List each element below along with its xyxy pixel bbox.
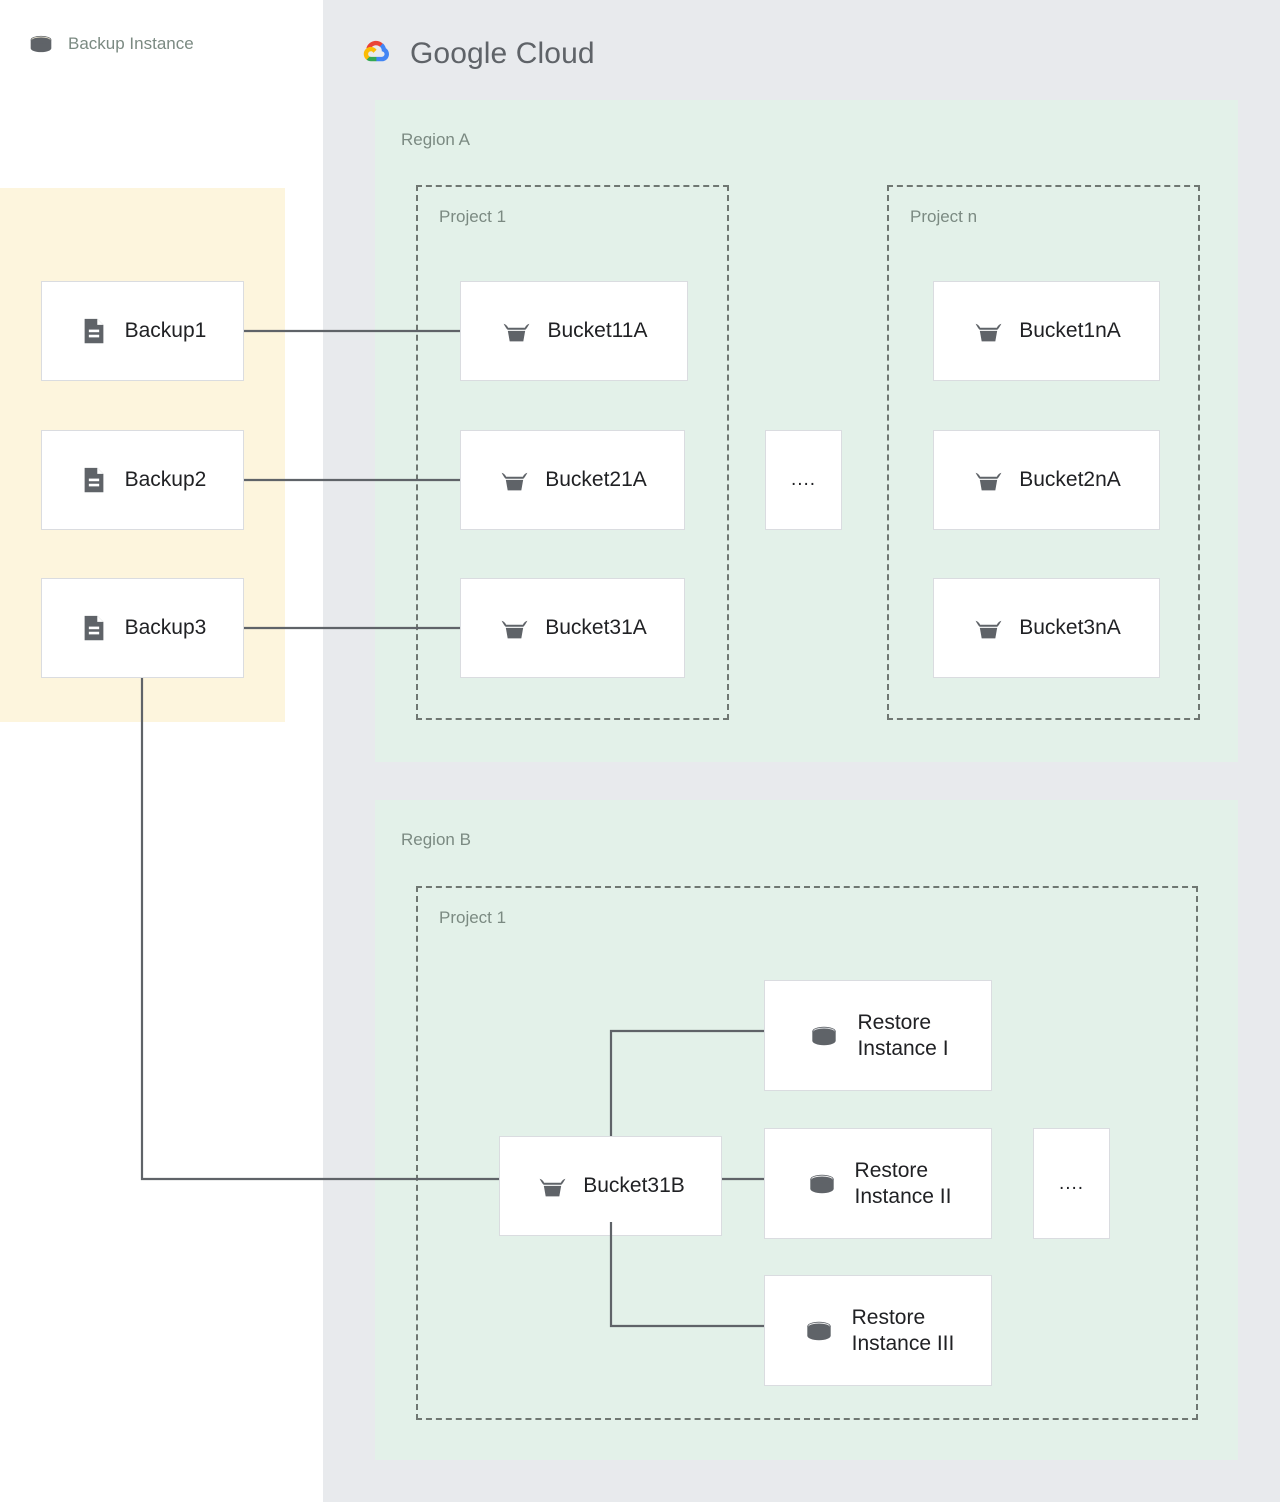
project-1-region-a-box: Project 1 xyxy=(416,185,729,720)
region-b-label: Region B xyxy=(401,830,471,849)
node-label: Bucket11A xyxy=(547,319,648,343)
ellipsis-node-region-a: .... xyxy=(765,430,842,530)
storage-bucket-icon xyxy=(972,315,1005,348)
backup-node-backup1[interactable]: Backup1 xyxy=(41,281,244,381)
region-a-label: Region A xyxy=(401,130,470,149)
node-label: Restore Instance III xyxy=(851,1305,955,1355)
brand-cloud: Cloud xyxy=(515,37,595,70)
document-icon xyxy=(79,316,109,346)
backup-node-backup3[interactable]: Backup3 xyxy=(41,578,244,678)
project-n-region-a-box: Project n xyxy=(887,185,1200,720)
ellipsis-node-region-b: .... xyxy=(1033,1128,1110,1239)
document-icon xyxy=(79,465,109,495)
project-n-region-a-label: Project n xyxy=(910,207,978,226)
restore-instance-node-iii[interactable]: Restore Instance III xyxy=(764,1275,992,1386)
bucket-node-bucket3na[interactable]: Bucket3nA xyxy=(933,578,1160,678)
restore-instance-node-i[interactable]: Restore Instance I xyxy=(764,980,992,1091)
backup-instance-header: Backup Instance xyxy=(26,30,266,58)
google-cloud-wordmark: Google Cloud xyxy=(410,37,595,71)
document-icon xyxy=(79,613,109,643)
node-label: Backup1 xyxy=(124,319,207,343)
bucket-node-bucket1na[interactable]: Bucket1nA xyxy=(933,281,1160,381)
node-label: Restore Instance I xyxy=(857,1010,949,1060)
database-cylinder-icon xyxy=(26,29,56,59)
storage-bucket-icon xyxy=(536,1170,569,1203)
project-1-region-b-label: Project 1 xyxy=(439,908,507,927)
storage-bucket-icon xyxy=(498,612,531,645)
storage-bucket-icon xyxy=(972,464,1005,497)
node-label: Backup3 xyxy=(124,616,207,640)
node-label: Bucket2nA xyxy=(1019,468,1121,492)
bucket-node-bucket31a[interactable]: Bucket31A xyxy=(460,578,685,678)
node-label: Bucket21A xyxy=(545,468,647,492)
storage-bucket-icon xyxy=(972,612,1005,645)
storage-bucket-icon xyxy=(498,464,531,497)
bucket-node-bucket31b[interactable]: Bucket31B xyxy=(499,1136,722,1236)
database-cylinder-icon xyxy=(805,1167,839,1201)
node-label: Backup2 xyxy=(124,468,207,492)
brand-google: Google xyxy=(410,37,508,70)
backup-node-backup2[interactable]: Backup2 xyxy=(41,430,244,530)
google-cloud-branding: Google Cloud xyxy=(352,28,652,80)
project-1-region-a-label: Project 1 xyxy=(439,207,507,226)
database-cylinder-icon xyxy=(802,1314,836,1348)
google-cloud-logo-icon xyxy=(352,31,398,77)
storage-bucket-icon xyxy=(500,315,533,348)
region-a-panel: Region A Project 1 Project n Bucket11A xyxy=(375,100,1238,762)
node-label: Bucket1nA xyxy=(1019,319,1121,343)
database-cylinder-icon xyxy=(807,1019,841,1053)
region-b-panel: Region B Project 1 Bucket31B xyxy=(375,800,1238,1460)
node-label: Bucket31B xyxy=(583,1174,685,1198)
restore-instance-node-ii[interactable]: Restore Instance II xyxy=(764,1128,992,1239)
node-label: Bucket31A xyxy=(545,616,647,640)
backup-instance-title: Backup Instance xyxy=(68,34,194,53)
bucket-node-bucket11a[interactable]: Bucket11A xyxy=(460,281,688,381)
node-label: Bucket3nA xyxy=(1019,616,1121,640)
node-label: Restore Instance II xyxy=(854,1158,952,1208)
bucket-node-bucket21a[interactable]: Bucket21A xyxy=(460,430,685,530)
bucket-node-bucket2na[interactable]: Bucket2nA xyxy=(933,430,1160,530)
